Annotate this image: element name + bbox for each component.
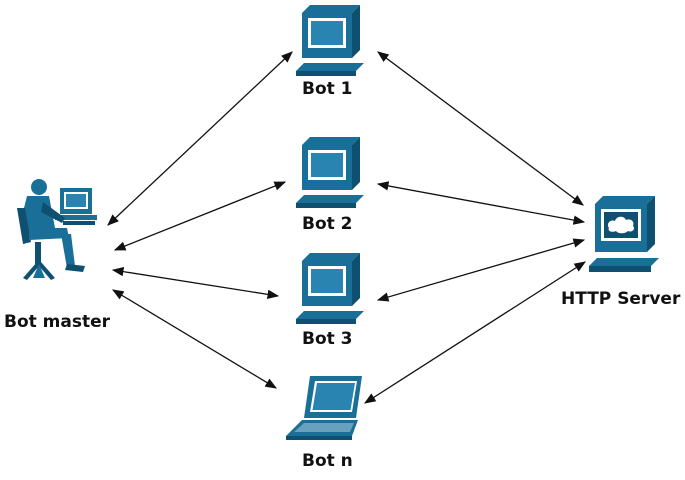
arrow-botmaster-bot2 xyxy=(113,181,287,251)
bot-1-label: Bot 1 xyxy=(302,79,353,99)
bot-2-label: Bot 2 xyxy=(302,214,353,234)
arrow-bot3-server xyxy=(376,238,586,302)
connections xyxy=(107,51,586,404)
bot-3-label: Bot 3 xyxy=(302,329,353,349)
arrow-botn-server xyxy=(364,261,586,404)
arrow-bot1-server xyxy=(377,51,584,206)
http-server-label: HTTP Server xyxy=(561,289,681,309)
desktop-computer-icon xyxy=(296,253,364,324)
desktop-computer-icon xyxy=(296,5,364,76)
arrow-bot2-server xyxy=(376,181,586,225)
arrow-botmaster-bot3 xyxy=(111,267,280,299)
arrow-botmaster-botn xyxy=(111,289,278,389)
person-at-computer-icon xyxy=(17,179,97,280)
server-computer-icon xyxy=(589,196,659,272)
bot-master-label: Bot master xyxy=(4,312,111,332)
desktop-computer-icon xyxy=(296,137,364,208)
arrow-botmaster-bot1 xyxy=(107,51,293,226)
bot-n-label: Bot n xyxy=(302,451,353,471)
laptop-icon xyxy=(286,376,362,440)
